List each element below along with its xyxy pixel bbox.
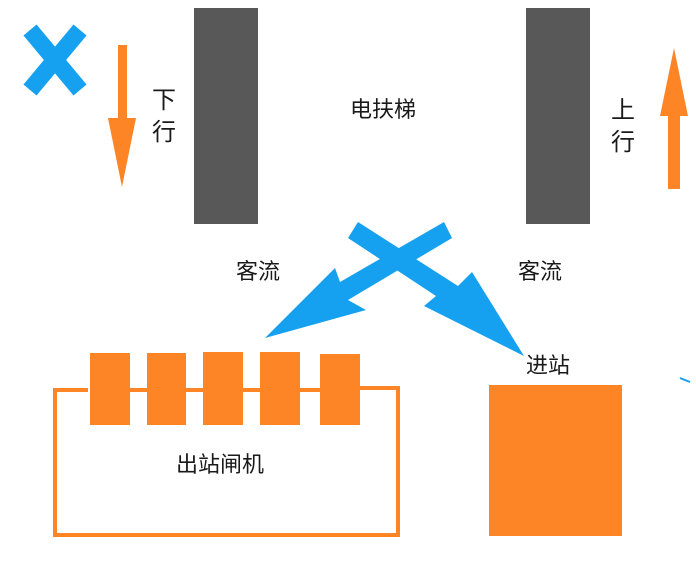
escalator-label: 电扶梯 [350,98,417,123]
exit-gates-label: 出站闸机 [176,453,265,478]
up-label: 上行 [611,96,635,156]
down-label: 下行 [152,86,176,146]
blue-cross-icon [23,24,87,96]
down-arrow-icon [108,45,136,187]
flow-label-left: 客流 [236,260,281,285]
exit-gate-area-outline [53,386,400,537]
exit-gate-3 [203,352,243,425]
flow-arrow-to-exit [265,222,452,338]
up-arrow-icon [660,48,688,189]
escalator-up-bar [526,8,590,224]
passenger-flow-arrows [265,222,524,356]
escalator-down-bar [194,8,258,224]
flow-label-right: 客流 [518,260,563,285]
exit-gate-5 [320,354,360,425]
exit-gate-1 [90,353,130,425]
entry-block [489,385,622,536]
entry-label: 进站 [526,354,571,379]
flow-arrow-to-entry [348,222,524,356]
exit-gate-4 [260,352,300,425]
exit-gate-2 [147,353,186,425]
